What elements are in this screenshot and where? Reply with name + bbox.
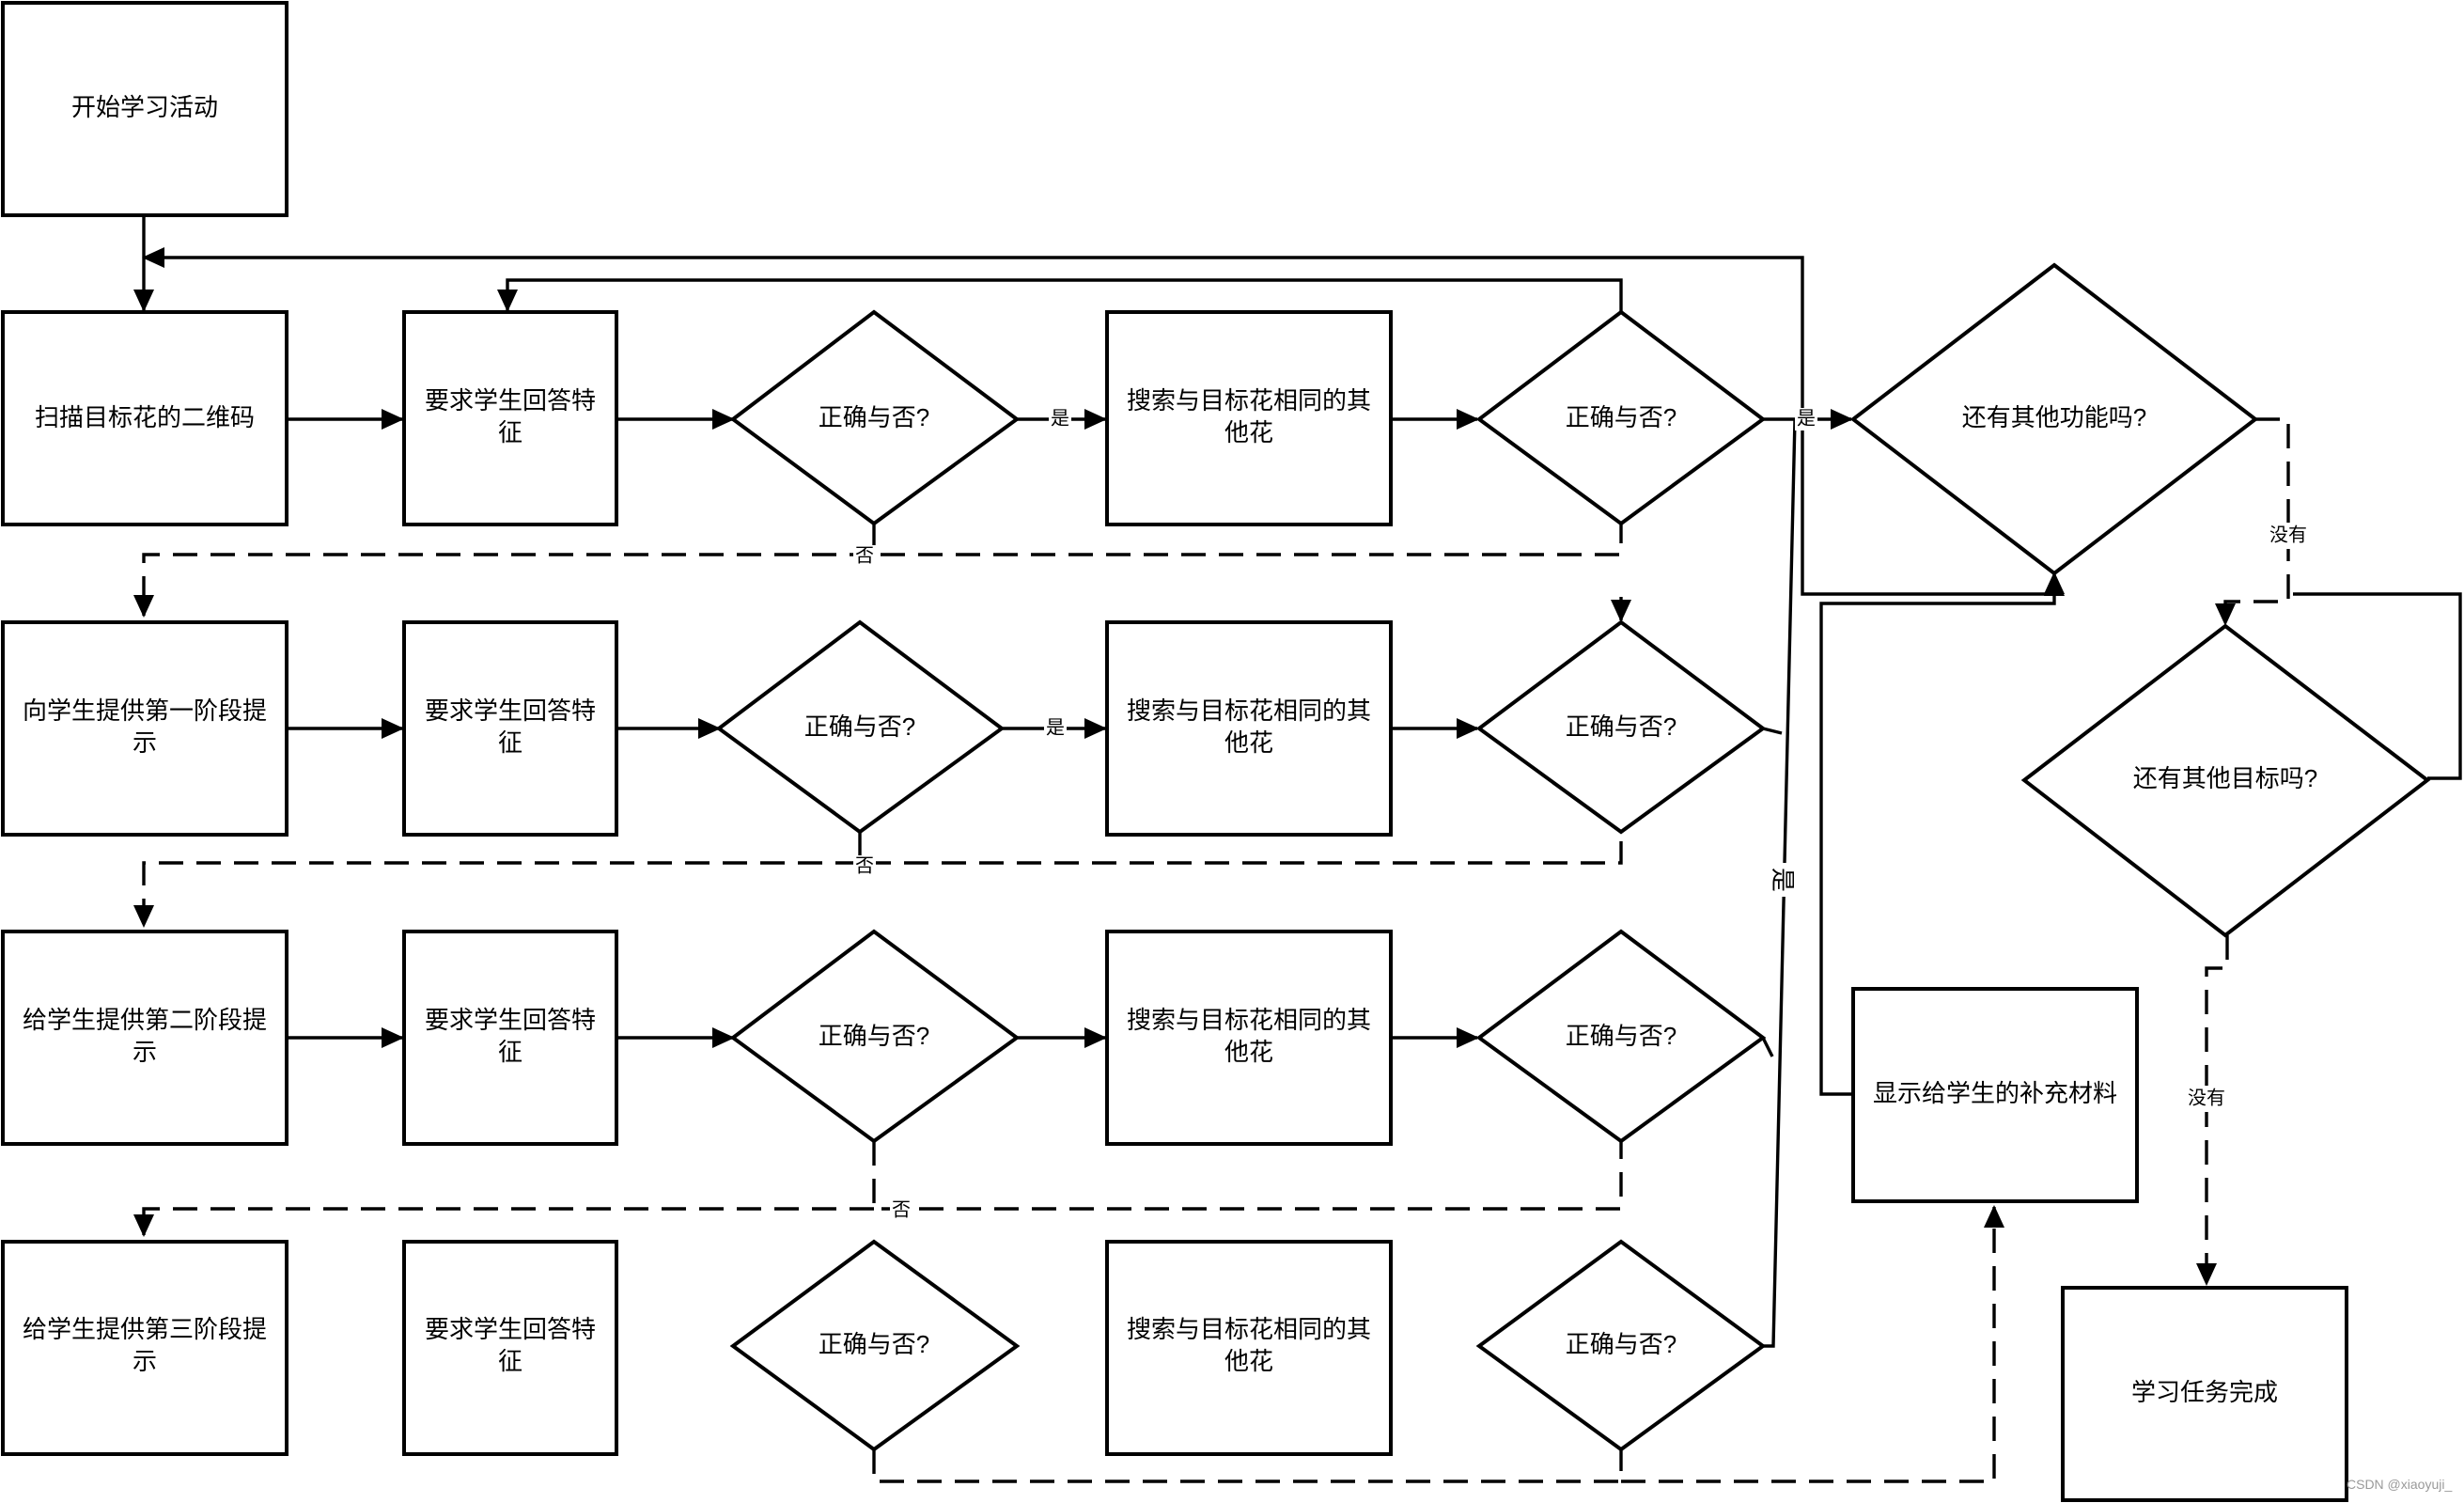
node-hint2-line1: 给学生提供第二阶段提	[23, 1006, 267, 1034]
node-correct-1-label: 正确与否?	[819, 403, 929, 431]
node-correct2-2-label: 正确与否?	[1566, 712, 1676, 741]
edge-none-targets	[2196, 935, 2229, 1286]
edge-row2-to-collector	[1762, 727, 1783, 735]
edge-loop-back-to-scan	[142, 247, 1804, 419]
node-hint1-line2: 示	[133, 728, 157, 757]
edge-none-functions	[2215, 417, 2290, 626]
node-other-functions: 还有其他功能吗?	[1849, 262, 2259, 576]
node-scan: 扫描目标花的二维码	[1, 310, 289, 526]
node-correct2-1: 正确与否?	[1475, 309, 1767, 526]
node-ask-3: 要求学生回答特 征	[402, 930, 618, 1146]
node-correct2-1-label: 正确与否?	[1566, 403, 1676, 431]
label-no-row3: 否	[892, 1199, 911, 1220]
label-yes-row1-correct: 是	[1051, 408, 1069, 429]
node-done-label: 学习任务完成	[2131, 1378, 2278, 1406]
node-other-functions-label: 还有其他功能吗?	[1962, 403, 2146, 431]
node-correct2-4-label: 正确与否?	[1566, 1330, 1676, 1358]
edge-row3-to-collector	[1761, 1037, 1774, 1057]
node-search-4-line2: 他花	[1224, 1347, 1273, 1375]
node-ask-1: 要求学生回答特 征	[402, 310, 618, 526]
edge-no-row3	[144, 1141, 1623, 1235]
node-hint2: 给学生提供第二阶段提 示	[1, 930, 289, 1146]
node-search-1-line1: 搜索与目标花相同的其	[1127, 386, 1371, 415]
edge-supplement-to-functions	[1819, 573, 2065, 1096]
node-ask-4-line1: 要求学生回答特	[425, 1315, 596, 1343]
node-correct-2-label: 正确与否?	[804, 712, 915, 741]
node-search-2-line2: 他花	[1224, 728, 1273, 757]
label-yes-row1-correct2: 是	[1797, 408, 1816, 429]
edge-no-row4	[872, 1207, 1994, 1483]
node-hint3-line1: 给学生提供第三阶段提	[23, 1315, 267, 1343]
node-search-3: 搜索与目标花相同的其 他花	[1105, 930, 1393, 1146]
node-ask-2: 要求学生回答特 征	[402, 620, 618, 837]
label-none-targets: 没有	[2188, 1087, 2225, 1108]
node-ask-4: 要求学生回答特 征	[402, 1240, 618, 1456]
node-hint1-line1: 向学生提供第一阶段提	[23, 697, 267, 725]
label-yes-row2-correct: 是	[1046, 717, 1065, 738]
node-scan-label: 扫描目标花的二维码	[35, 403, 255, 431]
node-hint3: 给学生提供第三阶段提 示	[1, 1240, 289, 1456]
node-hint3-line2: 示	[133, 1347, 157, 1375]
node-ask-1-line1: 要求学生回答特	[425, 386, 596, 415]
label-no-row2: 否	[855, 855, 874, 876]
node-search-4-line1: 搜索与目标花相同的其	[1127, 1315, 1371, 1343]
node-ask-2-line2: 征	[498, 728, 522, 757]
edge-targets-to-functions	[2293, 592, 2462, 780]
node-hint1: 向学生提供第一阶段提 示	[1, 620, 289, 837]
node-correct2-3-label: 正确与否?	[1566, 1022, 1676, 1050]
edge-no-row1	[144, 524, 1623, 616]
node-correct-4-label: 正确与否?	[819, 1330, 929, 1358]
node-correct2-4: 正确与否?	[1475, 1239, 1767, 1452]
node-ask-2-line1: 要求学生回答特	[425, 697, 596, 725]
label-no-row1: 否	[855, 545, 874, 566]
label-none-functions: 没有	[2269, 524, 2307, 545]
node-other-targets: 还有其他目标吗?	[2020, 623, 2431, 938]
node-supplement: 显示给学生的补充材料	[1851, 987, 2139, 1203]
node-correct-3-label: 正确与否?	[819, 1022, 929, 1050]
node-start: 开始学习活动	[1, 1, 289, 217]
node-start-label: 开始学习活动	[71, 93, 218, 121]
node-correct2-2: 正确与否?	[1475, 619, 1767, 835]
node-done: 学习任务完成	[2061, 1286, 2348, 1502]
node-ask-1-line2: 征	[498, 418, 522, 446]
edge-no-row2	[144, 832, 1623, 926]
node-correct-4: 正确与否?	[729, 1239, 1021, 1452]
node-supplement-label: 显示给学生的补充材料	[1873, 1079, 2117, 1107]
node-correct2-3: 正确与否?	[1475, 929, 1767, 1144]
label-yes-collector: 是	[1769, 868, 1797, 892]
node-ask-3-line2: 征	[498, 1038, 522, 1066]
edge-labels: 是 是 是 否 否 否 是 没有 没有	[853, 408, 2314, 1222]
edge-yes-collector	[1763, 418, 1797, 1348]
node-ask-3-line1: 要求学生回答特	[425, 1006, 596, 1034]
node-correct-2: 正确与否?	[715, 619, 1006, 835]
node-search-1-line2: 他花	[1224, 418, 1273, 446]
watermark: CSDN @xiaoyuji_	[2347, 1477, 2452, 1492]
node-ask-4-line2: 征	[498, 1347, 522, 1375]
node-other-targets-label: 还有其他目标吗?	[2133, 764, 2317, 792]
connectors	[142, 215, 2462, 1483]
node-search-4: 搜索与目标花相同的其 他花	[1105, 1240, 1393, 1456]
node-hint2-line2: 示	[133, 1038, 157, 1066]
node-correct-1: 正确与否?	[729, 309, 1021, 526]
edge-correct2-back-to-ask	[497, 278, 1623, 312]
node-search-3-line2: 他花	[1224, 1038, 1273, 1066]
node-search-3-line1: 搜索与目标花相同的其	[1127, 1006, 1371, 1034]
node-search-2: 搜索与目标花相同的其 他花	[1105, 620, 1393, 837]
node-correct-3: 正确与否?	[729, 929, 1021, 1144]
node-search-2-line1: 搜索与目标花相同的其	[1127, 697, 1371, 725]
node-search-1: 搜索与目标花相同的其 他花	[1105, 310, 1393, 526]
